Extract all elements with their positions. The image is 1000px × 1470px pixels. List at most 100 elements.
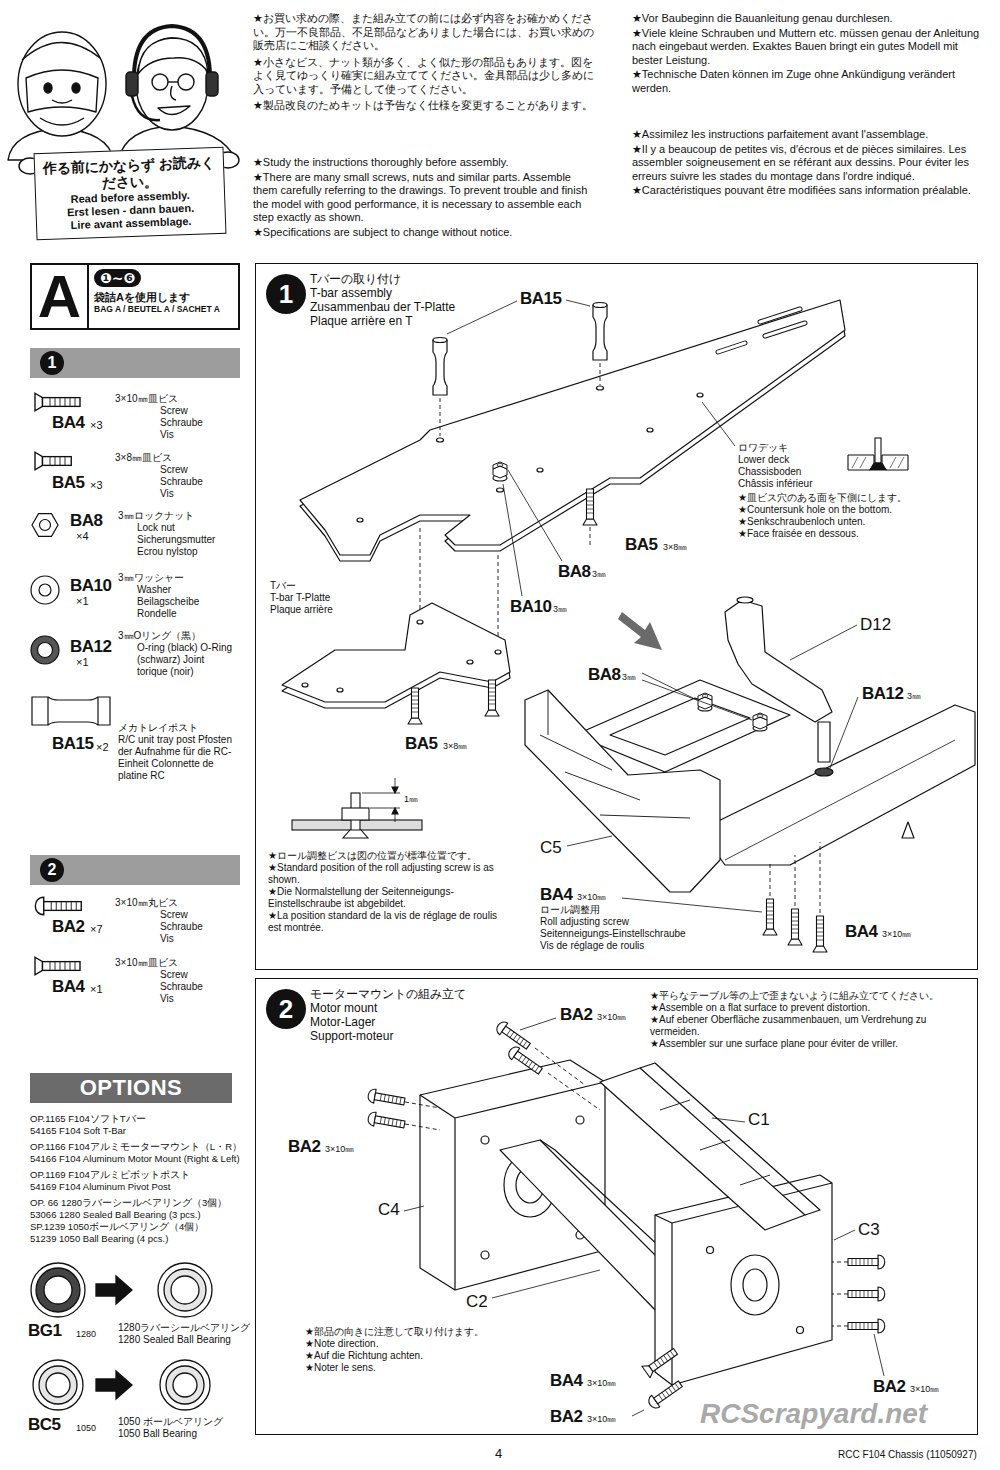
mascot xyxy=(134,26,210,84)
quantity: ×2 xyxy=(96,741,109,754)
step1-assembly xyxy=(525,690,720,892)
part-label: C1 xyxy=(748,1110,770,1129)
roll-screw-detail xyxy=(292,778,422,838)
step-band: 2 xyxy=(30,855,240,885)
option-text: 53066 1280 Sealed Ball Bearing (3 pcs.) xyxy=(30,1209,201,1221)
page-number: 4 xyxy=(495,1446,502,1461)
step2-drawing xyxy=(420,1060,605,1290)
step1-assembly xyxy=(763,899,777,935)
watermark: RCScrapyard.net xyxy=(700,1398,927,1430)
note-text: ロール調整用 xyxy=(540,904,600,916)
note-text: Screw Schraube Vis xyxy=(160,405,212,441)
step2-drawing xyxy=(481,1251,489,1259)
node-text: 作る前にかならず お読みください。 xyxy=(43,154,216,194)
step1-assembly xyxy=(737,597,753,603)
warning-sign: 作る前にかならず お読みください。Read before assembly.Er… xyxy=(34,147,227,241)
step2-drawing xyxy=(640,1063,820,1215)
step1-assembly xyxy=(902,822,914,838)
dimension: 3×10㎜ xyxy=(587,1378,616,1389)
step2-drawing xyxy=(506,1044,544,1077)
option-text: OP.1169 F104アルミピボットポスト xyxy=(30,1169,190,1181)
bearing-icons xyxy=(33,1360,83,1410)
bearing-icons xyxy=(44,1276,72,1304)
part-code: BA2 xyxy=(288,1138,321,1156)
mascot xyxy=(126,72,138,96)
node-text: Plaque arrière en T xyxy=(310,314,413,328)
part-icons xyxy=(31,636,59,664)
dimension: 1280 xyxy=(76,1329,96,1340)
step2-drawing xyxy=(576,1116,584,1124)
part-icons xyxy=(32,514,58,537)
note-text: Screw Schraube Vis xyxy=(160,909,212,945)
bag-box: ❶~❻袋詰Aを使用しますBAG A / BEUTEL A / SACHET A xyxy=(88,263,240,330)
step1-drawing xyxy=(583,489,597,525)
step1-assembly xyxy=(818,722,830,762)
part-icons xyxy=(35,452,71,470)
step1-drawing xyxy=(282,603,510,702)
step1-drawing xyxy=(357,518,363,522)
note-text: ★ロール調整ビスは図の位置が標準位置です。 xyxy=(268,850,477,862)
note-text: ★Noter le sens. xyxy=(305,1362,376,1374)
instruction-text: ★製品改良のためキットは予告なく仕様を変更することがあります。 xyxy=(253,99,598,113)
part-icons xyxy=(35,393,80,411)
instruction-text: ★Study the instructions thoroughly befor… xyxy=(253,156,598,170)
part-code: BA10 xyxy=(510,598,551,616)
note-text: Lock nut Sicherungsmutter Ecrou nylstop xyxy=(137,522,232,558)
note-text: Roll adjusting screw xyxy=(540,916,629,928)
step1-drawing xyxy=(493,462,507,478)
note-text: Washer Beilagscheibe Rondelle xyxy=(137,584,217,620)
node-text: Lire avant assemblage. xyxy=(70,215,191,232)
part-icons xyxy=(35,957,80,975)
instruction-text: ★お買い求めの際、また組み立ての前には必ず内容をお確かめください。万一不良部品、… xyxy=(253,12,598,53)
note-text: ★部品の向きに注意して取り付けます。 xyxy=(305,1326,484,1338)
mascot xyxy=(26,70,98,112)
step2-drawing xyxy=(848,1319,885,1333)
mascot xyxy=(138,38,208,74)
note-text: ★Note direction. xyxy=(305,1338,378,1350)
part-icons xyxy=(35,897,81,915)
part-label: C3 xyxy=(858,1220,880,1239)
note-text: RCC F104 Chassis (11050927) xyxy=(838,1449,977,1461)
quantity: ×1 xyxy=(76,595,89,608)
roll-screw-detail xyxy=(343,830,368,838)
step1-assembly xyxy=(788,909,802,945)
instruction-text: ★小さなビス、ナット類が多く、よく似た形の部品もあります。図をよく見てゆっくり確… xyxy=(253,56,598,97)
note-text: 3×8㎜皿ビス xyxy=(115,452,172,464)
dimension: 3×10㎜ xyxy=(597,1012,626,1023)
node-text: A xyxy=(38,267,81,327)
step1-assembly xyxy=(540,690,690,818)
bearing-icons xyxy=(36,1268,80,1312)
part-code: BA4 xyxy=(845,923,878,941)
note-text: Screw Schraube Vis xyxy=(160,969,212,1005)
step1-drawing xyxy=(593,303,607,308)
part-label: C2 xyxy=(466,1292,488,1311)
part-code: BA8 xyxy=(588,666,621,684)
part-code: BA10 xyxy=(70,577,111,595)
step2-drawing xyxy=(848,1255,885,1269)
note-text: Seitenneigungs-Einstellschraube xyxy=(540,928,686,940)
bag-letter-box: A xyxy=(30,263,89,330)
note-text: ★Countersunk hole on the bottom. xyxy=(738,504,892,516)
quantity: ×1 xyxy=(76,656,89,669)
dimension: 3×8㎜ xyxy=(443,741,467,752)
step1-drawing xyxy=(437,438,444,442)
note-text: ★皿ビス穴のある面を下側にします。 xyxy=(738,492,907,504)
part-code: BC5 xyxy=(28,1416,61,1434)
note-text: 3×10㎜皿ビス xyxy=(115,957,178,969)
note-text: ★平らなテーブル等の上で歪まないように組み立ててください。 xyxy=(650,990,972,1002)
bearing-icons xyxy=(166,1366,204,1404)
mascot xyxy=(168,81,178,82)
mascot xyxy=(40,118,84,125)
step2-drawing xyxy=(797,1327,804,1334)
dimension: 3㎜ xyxy=(553,604,567,615)
quantity: ×1 xyxy=(90,983,103,996)
step1-drawing xyxy=(485,680,499,716)
mascot xyxy=(136,38,208,130)
countersunk-hole-symbol xyxy=(848,438,908,470)
note-text: ★Assemble on a flat surface to prevent d… xyxy=(650,1002,972,1014)
options-band: OPTIONS xyxy=(30,1073,232,1103)
part-code: BA5 xyxy=(52,474,85,492)
bearing-icons xyxy=(31,1263,85,1317)
dimension: 3㎜ xyxy=(907,691,921,702)
step1-drawing xyxy=(433,340,447,395)
